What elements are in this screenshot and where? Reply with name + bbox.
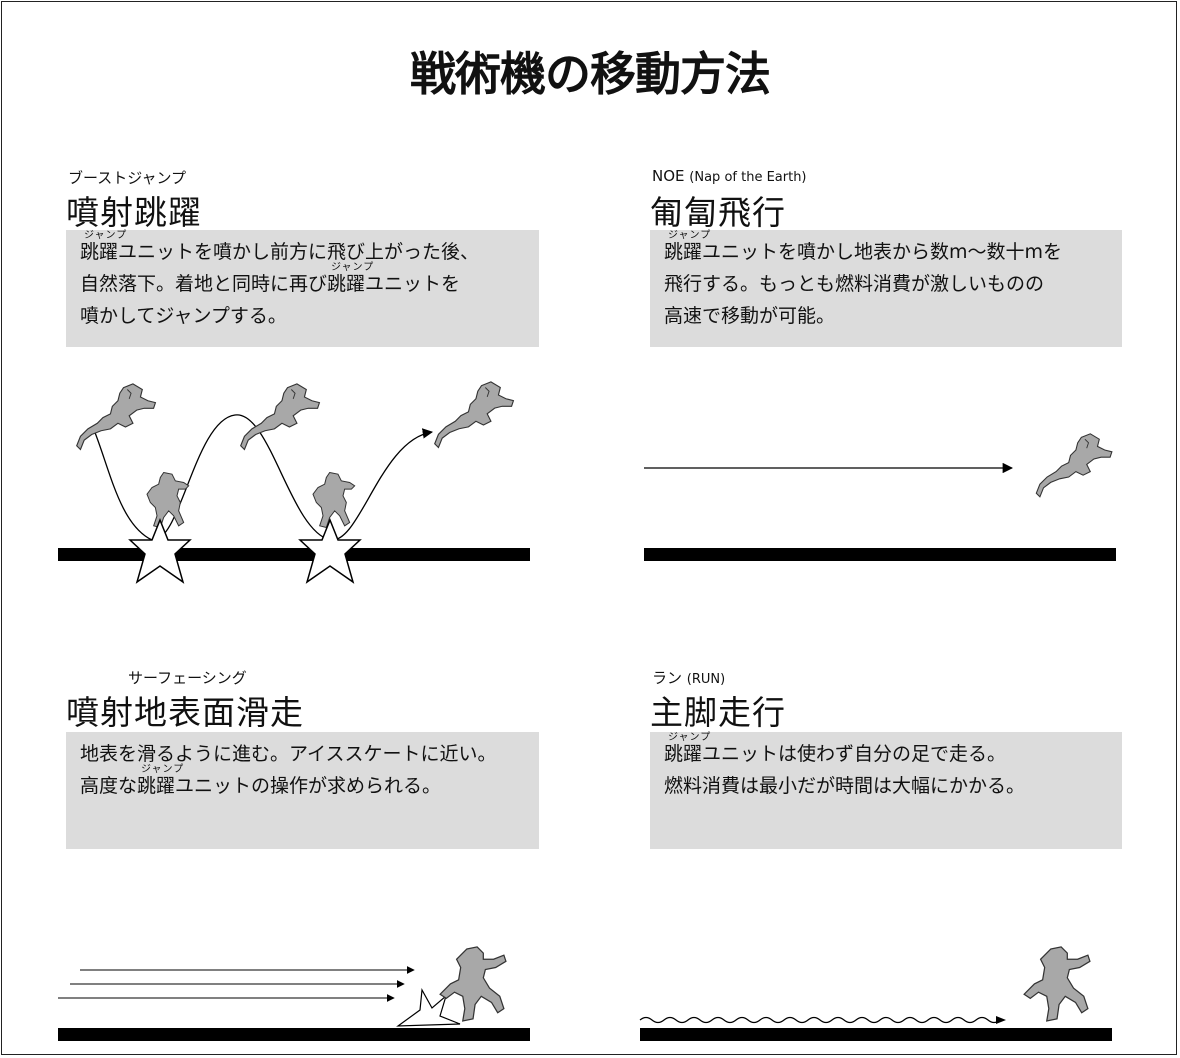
- ruby-main: NOE: [652, 167, 685, 185]
- jump-trajectory: [93, 414, 434, 541]
- ruby-sub: (Nap of the Earth): [689, 170, 807, 185]
- ruby-base: 跳躍: [327, 273, 366, 295]
- run-illustration: [639, 946, 1112, 1041]
- description-line: 高速で移動が可能。: [664, 300, 1108, 332]
- description-line: 自然落下。着地と同時に再びジャンプ跳躍ユニットを: [80, 263, 525, 300]
- ruby-word: ジャンプ跳躍: [327, 263, 373, 296]
- ruby-reading: ジャンプ: [331, 262, 375, 273]
- description-line: ジャンプ跳躍ユニットは使わず自分の足で走る。: [664, 733, 1108, 770]
- line-text: 高速で移動が可能。: [664, 305, 836, 327]
- line-text: 噴かしてジャンプする。: [80, 305, 287, 327]
- mech-skating-figure: [439, 946, 507, 1022]
- description-box: ジャンプ跳躍ユニットを噴かし前方に飛び上がった後、自然落下。着地と同時に再びジャ…: [66, 230, 539, 347]
- boost-jump-illustration: [58, 381, 530, 584]
- ruby-base: 跳躍: [664, 241, 703, 263]
- line-text: 地表を滑るように進む。アイススケートに近い。: [80, 743, 497, 765]
- line-text: 飛行する。もっとも燃料消費が激しいものの: [664, 273, 1045, 295]
- description-line: 高度なジャンプ跳躍ユニットの操作が求められる。: [80, 765, 525, 802]
- ruby-main: ラン: [652, 669, 683, 687]
- run-arrowhead: [996, 1016, 1006, 1024]
- ruby-base: 跳躍: [80, 241, 119, 263]
- line-text: ユニットを: [365, 273, 461, 295]
- description-line: 地表を滑るように進む。アイススケートに近い。: [80, 738, 525, 770]
- ruby-word: ジャンプ跳躍: [664, 231, 710, 264]
- description-box: ジャンプ跳躍ユニットを噴かし地表から数m〜数十mを飛行する。もっとも燃料消費が激…: [650, 230, 1122, 347]
- run-path: [639, 1016, 1001, 1024]
- description-box: ジャンプ跳躍ユニットは使わず自分の足で走る。燃料消費は最小だが時間は大幅にかかる…: [650, 732, 1122, 849]
- blast-star: [128, 517, 192, 584]
- description-line: 噴かしてジャンプする。: [80, 300, 525, 332]
- ruby-word: ジャンプ跳躍: [80, 231, 126, 264]
- ground-line: [58, 548, 530, 561]
- description-box: 地表を滑るように進む。アイススケートに近い。高度なジャンプ跳躍ユニットの操作が求…: [66, 732, 539, 849]
- description-line: 飛行する。もっとも燃料消費が激しいものの: [664, 268, 1108, 300]
- ground-line: [58, 1028, 530, 1041]
- section-ruby: NOE (Nap of the Earth): [652, 167, 807, 185]
- ruby-reading: ジャンプ: [84, 230, 128, 241]
- line-text: ユニットは使わず自分の足で走る。: [702, 743, 1007, 765]
- noe-illustration: [644, 433, 1116, 561]
- mech-flying-figure: [434, 381, 515, 449]
- page-title: 戦術機の移動方法: [410, 47, 771, 101]
- section-heading: 匍匐飛行: [650, 193, 786, 232]
- ruby-reading: ジャンプ: [141, 764, 185, 775]
- line-text: 自然落下。着地と同時に再び: [80, 273, 328, 295]
- description-line: ジャンプ跳躍ユニットを噴かし前方に飛び上がった後、: [80, 231, 525, 268]
- description-line: 燃料消費は最小だが時間は大幅にかかる。: [664, 770, 1108, 802]
- mech-running-figure: [1023, 946, 1091, 1022]
- mech-flying-figure: [76, 383, 157, 451]
- section-ruby: ラン (RUN): [652, 667, 725, 688]
- line-text: 高度な: [80, 775, 138, 797]
- mech-landing-figure: [312, 471, 356, 529]
- line-text: ユニットを噴かし地表から数m〜数十mを: [702, 241, 1063, 263]
- line-text: ユニットの操作が求められる。: [175, 775, 442, 797]
- description-line: ジャンプ跳躍ユニットを噴かし地表から数m〜数十mを: [664, 231, 1108, 268]
- mech-flying-figure: [1035, 433, 1113, 498]
- blast-star: [298, 517, 362, 584]
- section-heading: 主脚走行: [650, 693, 786, 732]
- ruby-word: ジャンプ跳躍: [137, 765, 183, 798]
- line-text: ユニットを噴かし前方に飛び上がった後、: [118, 241, 480, 263]
- ruby-sub: (RUN): [686, 672, 726, 687]
- ground-line: [640, 1028, 1112, 1041]
- skid-spark: [396, 988, 461, 1027]
- section-ruby: ブーストジャンプ: [68, 169, 187, 187]
- mech-landing-figure: [146, 471, 190, 529]
- section-heading: 噴射地表面滑走: [66, 693, 304, 732]
- surfacing-illustration: [58, 946, 530, 1041]
- ruby-base: 跳躍: [137, 775, 176, 797]
- ground-line: [644, 548, 1116, 561]
- line-text: 燃料消費は最小だが時間は大幅にかかる。: [664, 775, 1026, 797]
- ruby-reading: ジャンプ: [668, 230, 712, 241]
- section-heading: 噴射跳躍: [66, 193, 202, 232]
- ruby-reading: ジャンプ: [668, 732, 712, 743]
- mech-flying-figure: [240, 383, 321, 451]
- section-ruby: サーフェーシング: [128, 669, 247, 687]
- ruby-base: 跳躍: [664, 743, 703, 765]
- ruby-word: ジャンプ跳躍: [664, 733, 710, 766]
